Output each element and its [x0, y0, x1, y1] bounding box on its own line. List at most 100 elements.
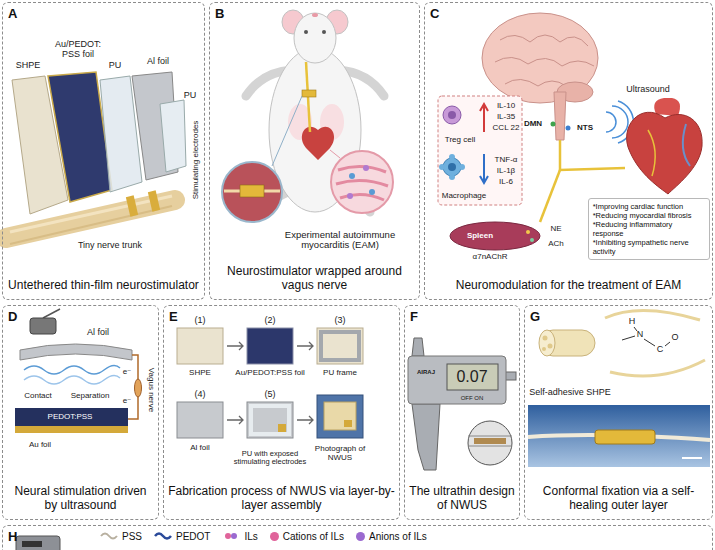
transmitter-label: NE: [550, 225, 561, 234]
film-layers: [12, 72, 186, 214]
nerve-pathway: [540, 170, 560, 222]
immune-box: [443, 158, 461, 176]
immune-box: [480, 104, 488, 132]
al-foil: [20, 344, 132, 360]
caliper-illustration: [412, 338, 424, 356]
fabrication-step: [317, 395, 363, 438]
state-label: Separation: [71, 392, 110, 401]
panel-caption: The ultrathin design of NWUS: [409, 485, 515, 513]
step-number: (3): [335, 316, 346, 326]
pedot-pss-layer: [15, 426, 128, 433]
immune-box: [449, 154, 455, 160]
chemical-structure: [605, 310, 700, 320]
panel-caption: Untethered thin-film neurostimulator: [7, 279, 200, 293]
legend-text: ILs: [244, 531, 257, 542]
surgery-inset: [222, 162, 282, 222]
chemical-structure: [605, 310, 705, 376]
fabrication-step: [177, 328, 223, 364]
cytokine-label: IL-10: [497, 102, 515, 111]
panel-letter: E: [169, 309, 178, 324]
heart-illustration: [302, 127, 334, 160]
panel-caption: Conformal fixation via a self-healing ou…: [529, 485, 708, 513]
film-layers: [160, 100, 186, 172]
part-label: PEDOT:PSS: [48, 413, 93, 422]
brain-illustration: [495, 57, 594, 66]
legend-sample: [155, 534, 171, 539]
heart-illustration: [627, 112, 703, 194]
fabrication-step: [321, 332, 359, 360]
nerve-photo: [682, 457, 702, 459]
nucleus-label: DMN: [524, 120, 542, 129]
transmitter-label: ACh: [548, 240, 564, 249]
part-label: SHPE: [16, 61, 41, 71]
fabrication-step: [344, 420, 352, 427]
legend-sample: [231, 533, 237, 539]
fabrication-step: [247, 328, 293, 364]
part-label: Stimulating electrodes: [192, 121, 201, 200]
brain-illustration: [551, 122, 556, 127]
legend-item: PEDOT: [154, 530, 210, 542]
process-arrow: [297, 342, 313, 350]
spleen-illustration: [526, 230, 530, 234]
legend-item: Anions of ILs: [356, 531, 427, 542]
legend-text: PSS: [122, 531, 142, 542]
process-arrow: [227, 416, 243, 424]
heart-illustration: [302, 127, 334, 160]
outcome-item: *Improving cardiac function: [593, 202, 705, 211]
immune-box: [459, 164, 465, 170]
step-number: (5): [265, 390, 276, 400]
panel-letter: H: [8, 529, 17, 544]
device-illustration: [22, 541, 42, 547]
fabrication-step: [247, 402, 293, 438]
charge-label: e⁻: [123, 368, 132, 377]
immune-box: [448, 111, 456, 119]
circuit-wire: [135, 379, 142, 397]
myocardium-inset: [369, 189, 375, 195]
outcome-item: *Reducing myocardial fibrosis: [593, 211, 705, 220]
part-label: Al foil: [147, 57, 169, 67]
process-arrow: [227, 342, 313, 424]
caliper-illustration: [408, 338, 516, 470]
step-label: Photograph of NWUS: [310, 445, 370, 463]
outcome-item: *Inhibiting sympathetic nerve activity: [593, 238, 705, 256]
legend: PSS PEDOT ILs Cations of ILs Anions of ILs: [100, 530, 427, 542]
organ-label: Spleen: [467, 232, 493, 241]
panel-letter: A: [8, 6, 17, 21]
myocardium-inset: [340, 194, 384, 200]
nucleus-label: NTS: [577, 124, 593, 133]
part-label: PU: [184, 91, 197, 101]
receptor-label: α7nAChR: [473, 253, 508, 262]
panel-caption: Neural stimulation driven by ultrasound: [7, 485, 154, 513]
chemical-structure: [610, 360, 705, 376]
nerve-bundle: [539, 330, 555, 356]
pedot-pss-layer: [15, 408, 128, 426]
inset-leader: [330, 150, 340, 158]
ultrasound-transducer: [30, 309, 60, 334]
inset-leader: [272, 96, 302, 166]
device-illustration: [16, 536, 60, 550]
figure-panel: EFabrication process of NWUS via layer-b…: [163, 305, 400, 520]
caliper-illustration: [468, 436, 512, 437]
legend-item: ILs: [222, 530, 257, 542]
legend-text: Cations of ILs: [283, 531, 344, 542]
fabrication-step: [177, 328, 363, 438]
atom-label: C: [657, 345, 664, 355]
fabrication-step: [177, 402, 223, 438]
immune-box: [443, 106, 461, 124]
fabrication-step: [317, 328, 363, 364]
brain-illustration: [566, 126, 571, 131]
panel-letter: C: [430, 6, 439, 21]
caliper-illustration: [408, 356, 506, 404]
nerve-photo: [528, 405, 710, 467]
step-label: PU frame: [323, 369, 357, 378]
caliper-illustration: [468, 421, 512, 465]
step-label: Au/PEDOT:PSS foil: [235, 369, 304, 378]
fabrication-step: [251, 406, 289, 434]
legend-text: Anions of ILs: [369, 531, 427, 542]
nerve-bundle: [543, 336, 548, 341]
panel-caption: Neuromodulation for the treatment of EAM: [429, 279, 708, 293]
chemical-structure: [665, 342, 670, 346]
heart-illustration: [648, 130, 655, 176]
legend-swatch: [270, 532, 279, 541]
stimulating-electrode: [126, 195, 138, 216]
